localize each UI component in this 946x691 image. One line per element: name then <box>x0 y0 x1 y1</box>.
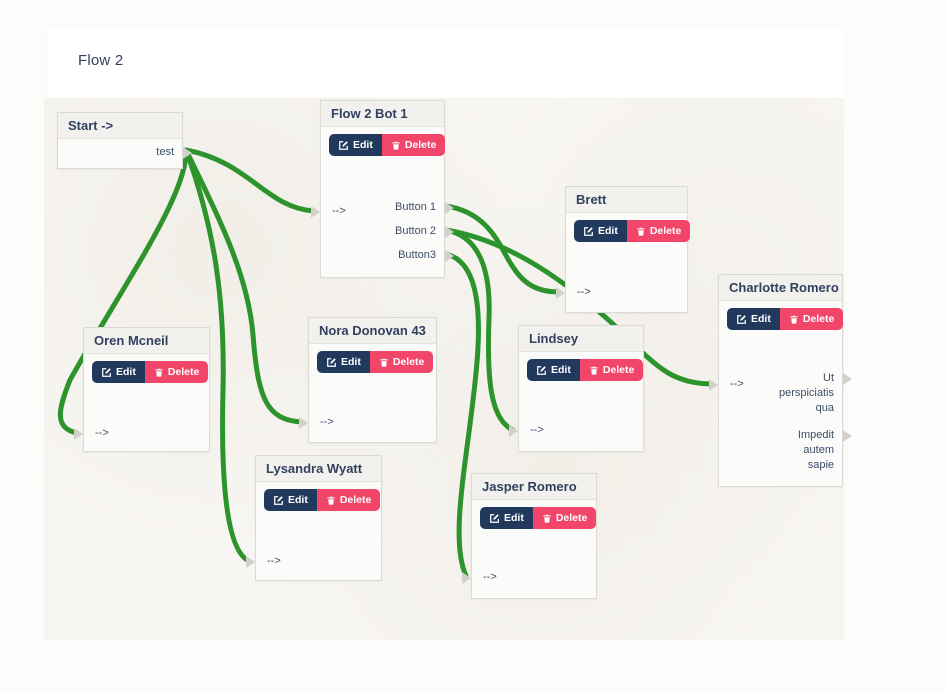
output-connector[interactable] <box>183 147 192 159</box>
trash-icon <box>590 366 598 375</box>
flow-node-start[interactable]: Start -> test <box>57 112 192 169</box>
edit-button[interactable]: Edit <box>527 359 580 381</box>
edit-button[interactable]: Edit <box>574 220 627 242</box>
input-connector[interactable] <box>311 206 320 218</box>
output-connector[interactable] <box>843 373 852 385</box>
page-title: Flow 2 <box>78 52 124 69</box>
connection-edge-start-test-to-lysandra-in[interactable] <box>183 147 252 564</box>
trash-icon <box>543 514 551 523</box>
trash-icon <box>327 496 335 505</box>
input-connector[interactable] <box>556 287 565 299</box>
input-connector[interactable] <box>462 572 471 584</box>
input-connector[interactable] <box>709 379 718 391</box>
edit-icon <box>490 513 499 523</box>
delete-button[interactable]: Delete <box>779 308 844 330</box>
edit-icon <box>737 314 746 324</box>
output-port-label: Ut perspiciatis qua <box>778 372 834 414</box>
edit-icon <box>584 226 593 236</box>
output-port-label: test <box>156 146 174 158</box>
delete-button[interactable]: Delete <box>626 220 691 242</box>
input-port-label: --> <box>267 555 281 567</box>
delete-button[interactable]: Delete <box>579 359 644 381</box>
node-title: Nora Donovan 43 <box>309 318 436 344</box>
edit-button[interactable]: Edit <box>480 507 533 529</box>
node-title: Oren Mcneil <box>84 328 209 354</box>
input-port-label: --> <box>730 378 744 390</box>
edit-button[interactable]: Edit <box>264 489 317 511</box>
output-port-label: Impedit autem sapie <box>797 429 834 471</box>
edit-icon <box>274 495 283 505</box>
delete-button[interactable]: Delete <box>144 361 209 383</box>
input-port-label: --> <box>483 571 497 583</box>
edit-icon <box>327 357 336 367</box>
output-connector[interactable] <box>445 250 454 262</box>
trash-icon <box>637 227 645 236</box>
delete-button[interactable]: Delete <box>369 351 434 373</box>
output-connector[interactable] <box>445 226 454 238</box>
edit-icon <box>537 365 546 375</box>
node-title: Start -> <box>58 113 182 139</box>
trash-icon <box>392 141 400 150</box>
edit-icon <box>339 140 348 150</box>
input-connector[interactable] <box>509 425 518 437</box>
connection-edge-bot1-out0-to-brett-in[interactable] <box>443 203 562 295</box>
connection-edge-bot1-out2-to-jasper-in[interactable] <box>443 251 481 579</box>
input-port-label: --> <box>320 416 334 428</box>
connection-edge-start-test-to-nora-in[interactable] <box>183 147 305 425</box>
output-connector[interactable] <box>445 202 454 214</box>
node-title: Flow 2 Bot 1 <box>321 101 444 127</box>
input-connector[interactable] <box>74 428 83 440</box>
output-port-label: Button 1 <box>395 201 436 213</box>
input-port-label: --> <box>95 427 109 439</box>
input-connector[interactable] <box>299 417 308 429</box>
output-port-label: Button 2 <box>395 225 436 237</box>
edit-button[interactable]: Edit <box>727 308 780 330</box>
delete-button[interactable]: Delete <box>532 507 597 529</box>
input-port-label: --> <box>530 424 544 436</box>
node-title: Brett <box>566 187 687 213</box>
trash-icon <box>790 315 798 324</box>
delete-button[interactable]: Delete <box>316 489 381 511</box>
input-connector[interactable] <box>246 556 255 568</box>
trash-icon <box>155 368 163 377</box>
node-title: Lysandra Wyatt <box>256 456 381 482</box>
output-connector[interactable] <box>843 430 852 442</box>
connection-edge-start-test-to-bot1-in[interactable] <box>183 147 317 214</box>
connection-edge-bot1-out1-to-lindsey-in[interactable] <box>443 227 516 433</box>
node-title: Lindsey <box>519 326 643 352</box>
edit-button[interactable]: Edit <box>329 134 382 156</box>
connection-edge-bot1-out1-to-charlotte-in[interactable] <box>443 227 715 387</box>
node-title: Jasper Romero <box>472 474 596 500</box>
delete-button[interactable]: Delete <box>381 134 446 156</box>
edit-icon <box>102 367 111 377</box>
output-port-label: Button3 <box>398 249 436 261</box>
input-port-label: --> <box>577 286 591 298</box>
header-card: Flow 2 <box>48 28 844 98</box>
trash-icon <box>380 358 388 367</box>
node-title: Charlotte Romero <box>719 275 842 301</box>
edit-button[interactable]: Edit <box>92 361 145 383</box>
edit-button[interactable]: Edit <box>317 351 370 373</box>
input-port-label: --> <box>332 205 346 217</box>
